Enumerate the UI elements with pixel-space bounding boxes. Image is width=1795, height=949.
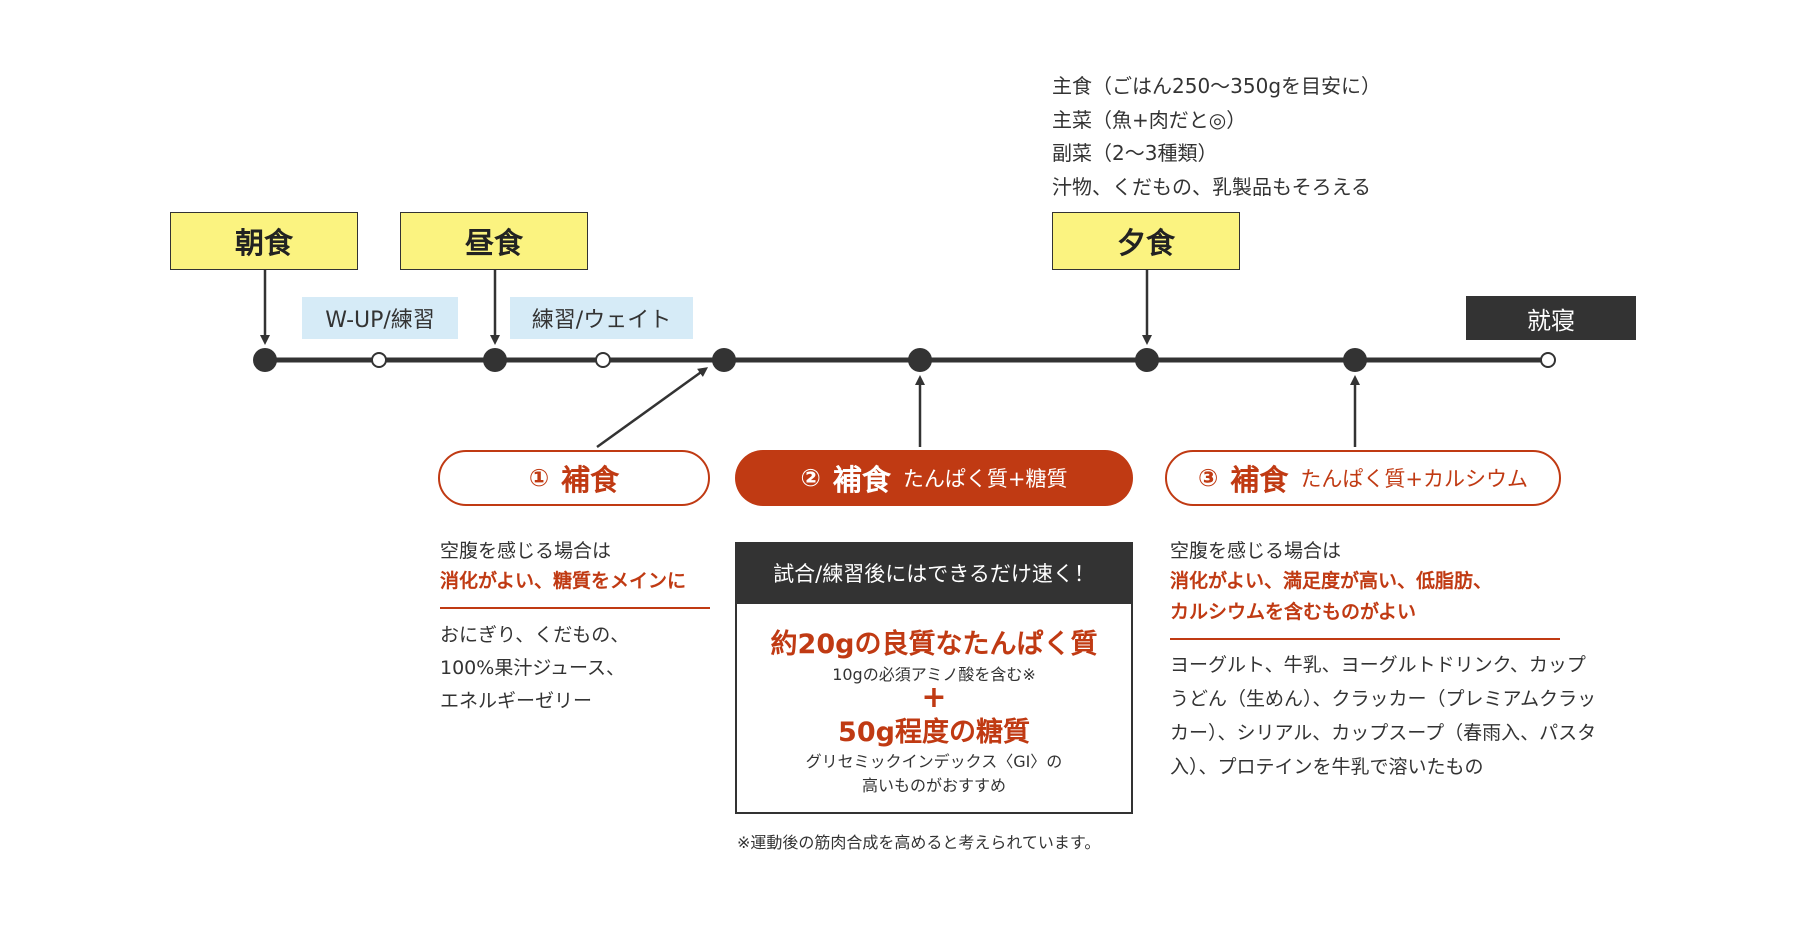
breakfast-box: 朝食	[170, 212, 358, 270]
snack3-food-3: カー）、シリアル、カップスープ（春雨入、パスタ	[1170, 722, 1597, 744]
node-breakfast	[253, 348, 277, 372]
snack2-subtitle: たんぱく質+糖質	[902, 467, 1068, 491]
snack2-carb: 50g程度の糖質	[838, 717, 1030, 748]
dinner-item: 汁物、くだもの、乳製品もそろえる	[1052, 174, 1371, 199]
snack2-carb-note-2: 高いものがおすすめ	[861, 776, 1006, 795]
snack2-pill: ② 補食 たんぱく質+糖質	[735, 450, 1133, 506]
dinner-items: 主食（ごはん250〜350gを目安に） 主菜（魚+肉だと◎） 副菜（2〜3種類）…	[1052, 70, 1381, 204]
snack3-condition: 空腹を感じる場合は	[1170, 540, 1342, 562]
snack1-divider	[440, 607, 710, 609]
node-lunch	[483, 348, 507, 372]
snack2-plus: +	[921, 680, 947, 715]
snack3-food-4: 入）、プロテインを牛乳で溶いたもの	[1170, 756, 1484, 778]
snack2-carb-note-1: グリセミックインデックス〈GI〉の	[805, 752, 1063, 771]
lunch-label: 昼食	[464, 226, 523, 260]
dinner-item: 主菜（魚+肉だと◎）	[1052, 107, 1247, 132]
breakfast-label: 朝食	[234, 226, 293, 260]
snack3-title: 補食	[1230, 463, 1289, 497]
node-snack1	[712, 348, 736, 372]
dinner-box: 夕食	[1052, 212, 1240, 270]
dinner-label: 夕食	[1116, 226, 1175, 260]
snack3-food-1: ヨーグルト、牛乳、ヨーグルトドリンク、カップ	[1170, 654, 1586, 676]
node-practice	[595, 352, 611, 368]
dinner-item: 主食（ごはん250〜350gを目安に）	[1052, 74, 1382, 98]
snack2-header: 試合/練習後にはできるだけ速く！	[735, 542, 1133, 604]
snack1-food-3: エネルギーゼリー	[440, 690, 593, 712]
snack3-advice-2: カルシウムを含むものがよい	[1170, 601, 1417, 623]
wup-label: W-UP/練習	[302, 297, 458, 339]
snack2-number: ②	[800, 464, 821, 492]
snack1-pill: ① 補食	[438, 450, 710, 506]
snack1-food-2: 100%果汁ジュース、	[440, 657, 626, 679]
snack2-protein-note: 10gの必須アミノ酸を含む※	[832, 665, 1036, 684]
snack3-food-2: うどん（生めん）、クラッカー（プレミアムクラッ	[1170, 688, 1597, 710]
snack1-condition: 空腹を感じる場合は	[440, 540, 612, 562]
dinner-item: 副菜（2〜3種類）	[1052, 141, 1218, 165]
snack1-advice: 消化がよい、糖質をメインに	[440, 570, 687, 592]
snack2-protein: 約20gの良質なたんぱく質	[770, 629, 1098, 660]
snack3-subtitle: たんぱく質+カルシウム	[1300, 467, 1528, 491]
snack2-footnote: ※運動後の筋肉合成を高めると考えられています。	[737, 833, 1101, 852]
node-sleep	[1540, 352, 1556, 368]
snack3-pill: ③ 補食 たんぱく質+カルシウム	[1165, 450, 1561, 506]
practice-weight-label: 練習/ウェイト	[510, 297, 693, 339]
lunch-box: 昼食	[400, 212, 588, 270]
snack3-advice-1: 消化がよい、満足度が高い、低脂肪、	[1170, 570, 1493, 592]
node-dinner	[1135, 348, 1159, 372]
snack1-number: ①	[528, 464, 550, 492]
node-wup	[371, 352, 387, 368]
arrow-snack1	[596, 367, 709, 449]
node-snack3	[1343, 348, 1367, 372]
sleep-label: 就寝	[1466, 296, 1636, 340]
snack1-title: 補食	[561, 463, 620, 497]
snack3-number: ③	[1198, 464, 1219, 492]
node-snack2	[908, 348, 932, 372]
snack2-title: 補食	[832, 463, 891, 497]
snack2-details-box	[735, 604, 1133, 814]
snack3-divider	[1170, 638, 1560, 640]
snack1-food-1: おにぎり、くだもの、	[440, 624, 630, 646]
